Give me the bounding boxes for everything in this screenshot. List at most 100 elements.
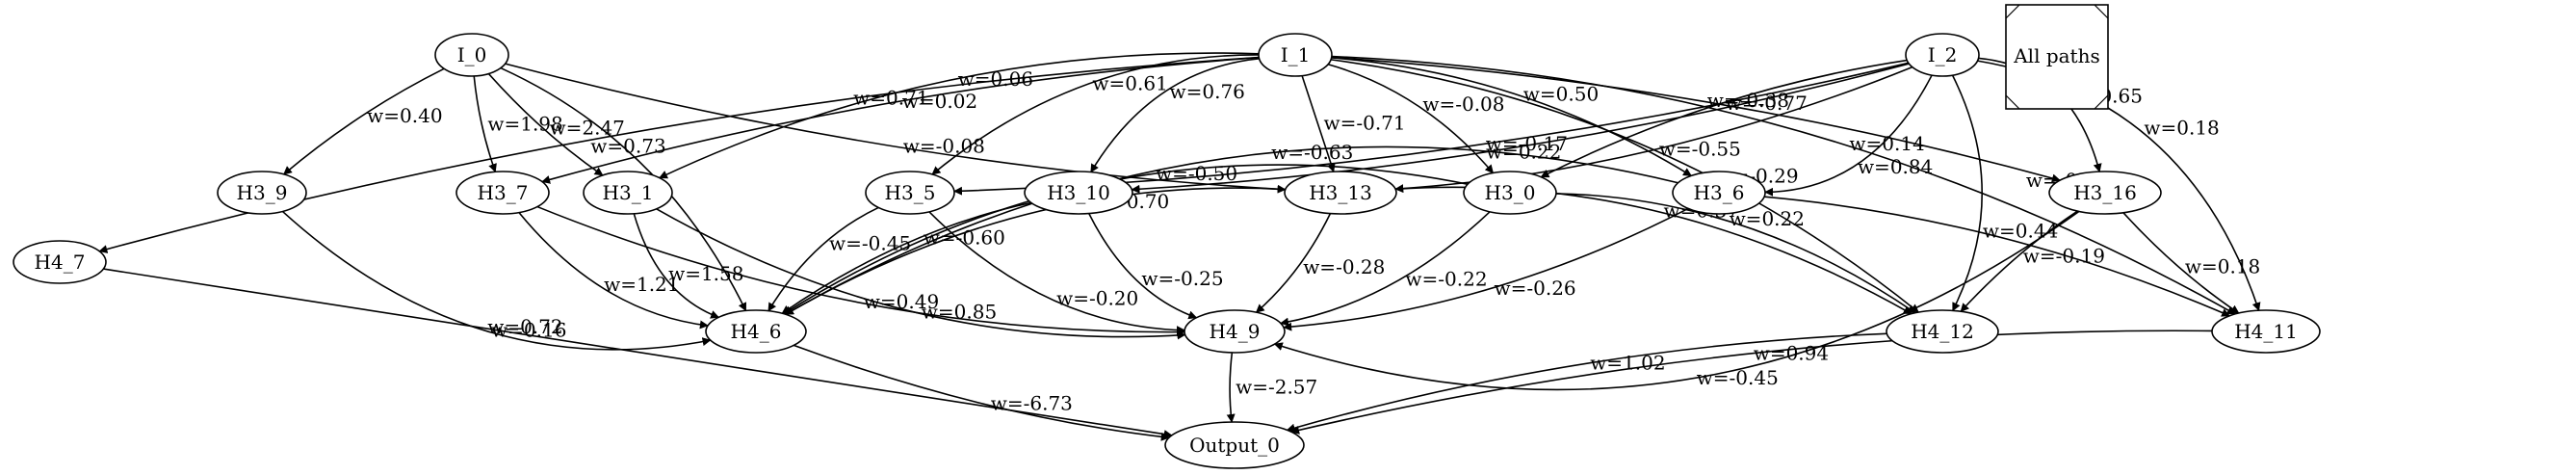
node-ellipse-H3_1 xyxy=(583,171,673,215)
edge-label-H3_10-to-H4_9: w=-0.25 xyxy=(1141,267,1223,290)
edge-label-H3_0-to-H4_9: w=-0.22 xyxy=(1405,267,1487,290)
edge-H3_0-to-H4_9 xyxy=(1280,211,1491,327)
edge-I_0-to-H4_6 xyxy=(500,66,747,312)
edge-label-H3_9-to-H4_6: w=0.16 xyxy=(491,318,566,341)
node-ellipse-H3_0 xyxy=(1463,171,1557,215)
node-H4_9: H4_9 xyxy=(1184,309,1286,354)
edge-label-H3_5-to-H4_9: w=-0.20 xyxy=(1056,286,1138,309)
node-label-H4_11: H4_11 xyxy=(2234,320,2298,343)
edge-H3_5-to-H4_9 xyxy=(928,211,1185,335)
edge-label-I_0-to-H3_7: w=1.98 xyxy=(487,113,562,136)
edge-I_1-to-H4_12 xyxy=(1330,59,1919,313)
edge-I_0-to-H3_1 xyxy=(487,73,604,176)
node-I_1: I_1 xyxy=(1258,33,1333,77)
node-ellipse-I_2 xyxy=(1905,33,1980,77)
node-Output_0: Output_0 xyxy=(1164,421,1305,469)
edge-label-I_2-to-H3_13: w=-0.55 xyxy=(1659,138,1741,161)
node-H4_7: H4_7 xyxy=(13,240,107,284)
edge-label-I_0-to-H4_6: w=0.73 xyxy=(590,134,665,157)
edge-label-I_1-to-H3_13: w=-0.71 xyxy=(1323,111,1405,134)
node-ellipse-H4_11 xyxy=(2211,309,2321,354)
edge-label-H3_13-to-H4_9: w=-0.28 xyxy=(1303,255,1385,278)
edge-label-H4_11-to-Output_0: w=0.94 xyxy=(1754,341,1829,364)
edge-label-H4_12-to-Output_0: w=1.02 xyxy=(1590,352,1665,375)
edge-H3_7-to-H4_6 xyxy=(518,212,709,330)
edge-H3_1-to-H4_9 xyxy=(656,208,1186,340)
edge-I_0-to-H3_7 xyxy=(473,75,497,173)
edge-I_1-to-H3_6 xyxy=(1331,57,1693,177)
edge-label-I_1-to-H3_0: w=-0.08 xyxy=(1422,92,1504,116)
edge-I_1-to-H3_7 xyxy=(541,56,1260,184)
node-label-H4_12: H4_12 xyxy=(1911,320,1974,343)
edge-label-I_2-to-H4_11: w=0.18 xyxy=(2144,117,2219,140)
edge-label-H3_6-to-H4_11: w=0.44 xyxy=(1983,219,2058,242)
edge-label-I_1-to-H4_7: w=0.71 xyxy=(853,87,928,110)
edge-label-H4_6-to-Output_0: w=-6.73 xyxy=(991,392,1073,415)
node-label-H4_7: H4_7 xyxy=(35,251,86,274)
edge-label-H3_1-to-H4_9: w=0.85 xyxy=(922,300,997,323)
edge-label-H4_9-to-Output_0: w=-2.57 xyxy=(1236,375,1317,398)
edge-label-I_1-to-H3_1: w=0.06 xyxy=(958,67,1033,91)
edge-H3_13-to-H4_9 xyxy=(1255,213,1332,313)
edge-I_2-to-H3_10 xyxy=(1131,63,1910,194)
node-H4_11: H4_11 xyxy=(2211,309,2321,354)
edge-H3_5-to-H4_6 xyxy=(768,206,879,312)
edge-H3_6-to-H4_9 xyxy=(1283,207,1689,331)
node-H3_16: H3_16 xyxy=(2048,171,2162,215)
edge-H3_6-to-H4_11 xyxy=(1764,196,2231,317)
edge-label-I_1-to-H3_5: w=0.61 xyxy=(1092,72,1167,95)
node-H3_7: H3_7 xyxy=(455,171,550,215)
node-H3_6: H3_6 xyxy=(1672,171,1766,215)
edge-label-H4_7-to-Output_0: w=0.72 xyxy=(487,315,562,338)
edge-label-I_0-to-H3_9: w=0.40 xyxy=(367,104,442,127)
edge-label-H3_6-to-H4_9: w=-0.26 xyxy=(1494,277,1575,300)
node-label-I_2: I_2 xyxy=(1928,43,1958,66)
edge-I_2-to-H4_12 xyxy=(1951,74,1983,312)
edge-I_1-to-H3_13 xyxy=(1301,75,1336,173)
node-label-H4_9: H4_9 xyxy=(1210,320,1261,343)
edge-labels-layer: w=0.40 w=1.98w=2.47 w=-0.08 w=0.73 w=0.71 w=0… xyxy=(367,67,2260,415)
edge-label-H3_1-to-H4_6: w=1.58 xyxy=(668,262,743,285)
edge-label-I_2-to-H3_5: w=-0.17 xyxy=(1486,132,1568,155)
edge-label-I_1-to-H3_16: w=-0.38 xyxy=(1707,89,1789,112)
edge-H4_9-to-Output_0 xyxy=(1226,352,1236,423)
edge-label-I_2-to-H3_6: w=0.84 xyxy=(1858,155,1933,178)
edge-I_1-to-H3_5 xyxy=(931,54,1260,175)
node-ellipse-Output_0 xyxy=(1164,421,1305,469)
node-ellipse-H3_10 xyxy=(1024,171,1133,215)
node-H4_12: H4_12 xyxy=(1886,309,1999,354)
edge-label-H3_6-to-H4_6: w=-0.63 xyxy=(1271,141,1353,164)
edge-H3_10-to-H4_9 xyxy=(1088,213,1198,320)
edge-I_2-to-H3_13 xyxy=(1394,66,1913,194)
node-I_0: I_0 xyxy=(434,33,509,77)
node-label-H3_0: H3_0 xyxy=(1485,181,1536,204)
node-label-Output_0: Output_0 xyxy=(1189,434,1280,457)
node-label-I_0: I_0 xyxy=(457,43,487,66)
edges-layer xyxy=(98,52,2261,441)
edge-I_0-to-H3_13 xyxy=(505,63,1287,194)
edge-label-I_0-to-H3_1: w=2.47 xyxy=(550,117,625,140)
edge-H4_11-to-Output_0 xyxy=(1290,330,2213,435)
edge-label-H3_16-to-H4_12: w=-0.19 xyxy=(2023,245,2105,268)
edge-H3_1-to-H4_6 xyxy=(633,213,720,319)
node-ellipse-H3_6 xyxy=(1672,171,1766,215)
node-ellipse-H4_6 xyxy=(705,309,807,354)
edge-H3_0-to-H4_12 xyxy=(1555,193,1916,314)
node-H3_1: H3_1 xyxy=(583,171,673,215)
edge-I_1-to-H3_16 xyxy=(1331,56,2061,183)
node-H3_0: H3_0 xyxy=(1463,171,1557,215)
node-H3_13: H3_13 xyxy=(1284,171,1397,215)
edge-H3_16-to-H4_12 xyxy=(1960,210,2078,312)
node-ellipse-H4_9 xyxy=(1184,309,1286,354)
node-ellipse-I_0 xyxy=(434,33,509,77)
node-ellipse-H3_7 xyxy=(455,171,550,215)
edge-label-H3_16-to-H4_11: w=0.18 xyxy=(2185,254,2260,277)
node-ellipse-H3_9 xyxy=(217,171,307,215)
node-H3_10: H3_10 xyxy=(1024,171,1133,215)
node-label-H3_16: H3_16 xyxy=(2073,181,2137,204)
edge-I_2-to-H3_6 xyxy=(1764,74,1933,197)
node-label-H3_5: H3_5 xyxy=(885,181,936,204)
legend-box: All paths xyxy=(2005,4,2109,110)
